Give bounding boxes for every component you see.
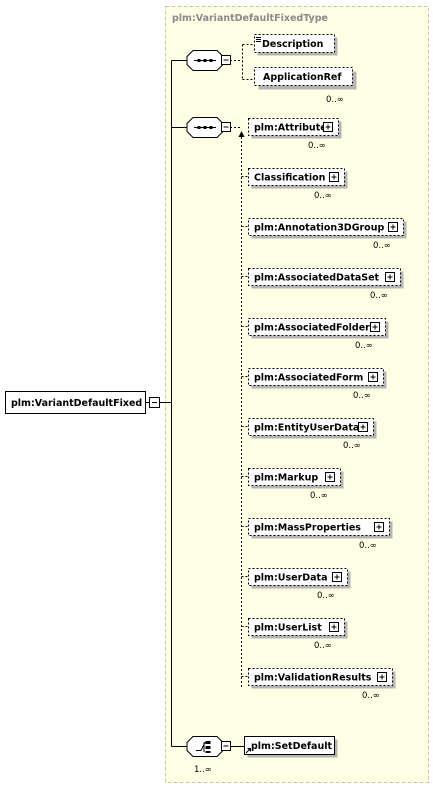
choice-element-0[interactable]: plm:Attribute 0..∞: [248, 118, 342, 152]
expand-plus-icon[interactable]: [385, 272, 395, 282]
choice-element-1[interactable]: Classification 0..∞: [248, 168, 348, 202]
choice-element-cardinality: 0..∞: [343, 441, 361, 451]
expand-plus-icon[interactable]: [377, 672, 387, 682]
choice-element-cardinality: 0..∞: [362, 691, 380, 701]
choice-element-label: Classification: [254, 173, 326, 184]
sequence-compositor[interactable]: [186, 50, 224, 71]
applicationref-label: ApplicationRef: [263, 72, 342, 83]
choice-collapse-icon[interactable]: [221, 122, 231, 132]
reference-arrow-icon: [245, 748, 251, 754]
reference-arrow: [238, 131, 245, 137]
expand-plus-icon[interactable]: [329, 622, 339, 632]
choice-element-cardinality: 0..∞: [314, 641, 332, 651]
choice-element-3[interactable]: plm:AssociatedDataSet 0..∞: [248, 268, 404, 302]
applicationref-element[interactable]: ApplicationRef 0..∞: [254, 67, 357, 106]
bottom-group-cardinality: 1..∞: [194, 765, 212, 775]
applicationref-cardinality: 0..∞: [326, 95, 344, 105]
choice-element-10[interactable]: plm:UserList 0..∞: [248, 618, 348, 652]
expand-plus-icon[interactable]: [358, 422, 368, 432]
setdefault-element[interactable]: plm:SetDefault: [244, 736, 338, 758]
expand-plus-icon[interactable]: [368, 372, 378, 382]
sequence-collapse-icon[interactable]: [221, 55, 231, 65]
choice-element-cardinality: 0..∞: [370, 291, 388, 301]
expand-plus-icon[interactable]: [332, 572, 342, 582]
choice-element-cardinality: 0..∞: [353, 391, 371, 401]
choice-element-6[interactable]: plm:EntityUserData 0..∞: [248, 418, 377, 452]
sequence-connectors: [230, 44, 254, 80]
choice-element-cardinality: 0..∞: [310, 491, 328, 501]
choice-element-cardinality: 0..∞: [314, 191, 332, 201]
trunk-connector: [160, 60, 187, 747]
expand-plus-icon[interactable]: [329, 172, 339, 182]
choice-compositor[interactable]: [186, 117, 224, 138]
expand-plus-icon[interactable]: [325, 472, 335, 482]
expand-plus-icon[interactable]: [374, 522, 384, 532]
choice-element-label: plm:AssociatedDataSet: [254, 273, 380, 284]
choice-element-label: plm:AssociatedForm: [254, 373, 363, 384]
choice-element-label: plm:Markup: [254, 473, 318, 484]
choice-items: plm:Attribute0..∞Classification0..∞plm:A…: [241, 118, 407, 702]
choice-element-label: plm:EntityUserData: [254, 423, 359, 434]
choice-element-label: plm:ValidationResults: [254, 673, 372, 684]
root-expand-icon[interactable]: [149, 397, 160, 408]
choice-element-cardinality: 0..∞: [359, 541, 377, 551]
choice-element-label: plm:AssociatedFolder: [254, 323, 370, 334]
choice-element-8[interactable]: plm:MassProperties 0..∞: [248, 518, 393, 552]
choice-element-label: plm:MassProperties: [254, 523, 361, 534]
choice-element-7[interactable]: plm:Markup 0..∞: [248, 468, 344, 502]
description-element[interactable]: Description: [254, 34, 338, 56]
choice-element-cardinality: 0..∞: [355, 341, 373, 351]
choice-element-label: plm:UserList: [254, 623, 322, 634]
choice-element-label: plm:Annotation3DGroup: [254, 223, 384, 234]
expand-plus-icon[interactable]: [370, 322, 380, 332]
complex-type-title: plm:VariantDefaultFixedType: [172, 13, 328, 24]
bottom-sequence-compositor[interactable]: [186, 736, 224, 757]
root-element[interactable]: plm:VariantDefaultFixed: [5, 391, 146, 414]
setdefault-label: plm:SetDefault: [251, 741, 332, 752]
choice-element-5[interactable]: plm:AssociatedForm 0..∞: [248, 368, 387, 402]
choice-element-cardinality: 0..∞: [308, 141, 326, 151]
documentation-icon: [256, 37, 261, 42]
description-label: Description: [262, 39, 324, 50]
root-element-label: plm:VariantDefaultFixed: [11, 398, 142, 409]
choice-element-11[interactable]: plm:ValidationResults 0..∞: [248, 668, 396, 702]
choice-element-2[interactable]: plm:Annotation3DGroup 0..∞: [248, 218, 407, 252]
choice-element-cardinality: 0..∞: [373, 241, 391, 251]
choice-element-9[interactable]: plm:UserData 0..∞: [248, 568, 351, 602]
bottom-collapse-icon[interactable]: [221, 741, 231, 751]
choice-element-4[interactable]: plm:AssociatedFolder 0..∞: [248, 318, 389, 352]
choice-element-label: plm:UserData: [254, 573, 328, 584]
choice-element-cardinality: 0..∞: [317, 591, 335, 601]
expand-plus-icon[interactable]: [323, 122, 333, 132]
choice-element-label: plm:Attribute: [254, 123, 327, 134]
expand-plus-icon[interactable]: [388, 222, 398, 232]
